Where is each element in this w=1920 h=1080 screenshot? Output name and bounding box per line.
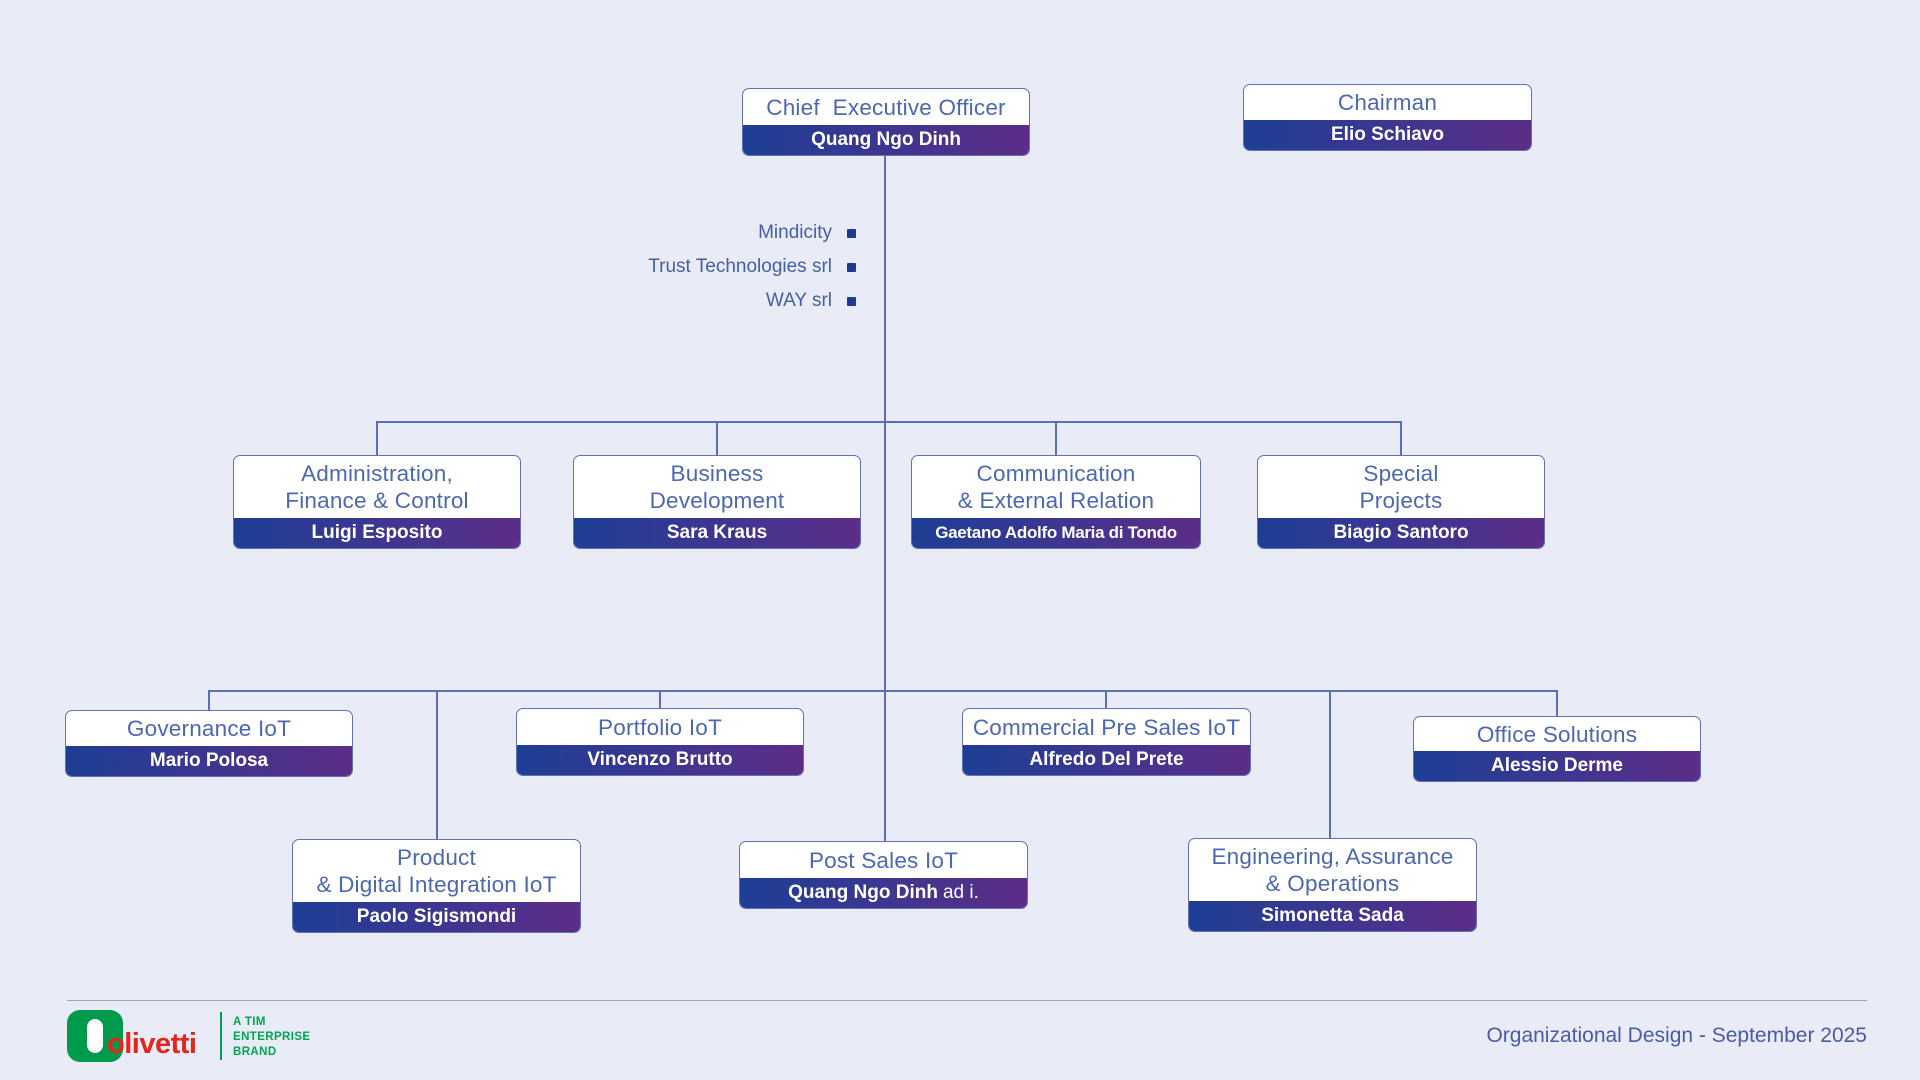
node-person: Quang Ngo Dinh [788,882,938,903]
node-person: Mario Polosa [149,750,269,771]
connector-stub-engineering [1329,690,1331,839]
subsidiaries-list: Mindicity Trust Technologies srl WAY srl [500,216,856,318]
node-person-bar: Sara Kraus [574,518,860,548]
connector-stub-governance [208,690,210,711]
org-node-communication-external-relation: Communication & External Relation Gaetan… [911,455,1201,549]
square-bullet-icon [847,296,856,306]
list-item: Mindicity [500,216,856,250]
node-title: Commercial Pre Sales IoT [972,714,1241,740]
connector-level3-horizontal [209,690,1557,692]
org-node-engineering-assurance-operations: Engineering, Assurance & Operations Simo… [1188,838,1477,932]
connector-stub-communication [1055,421,1057,456]
logo-separator [220,1012,222,1060]
node-title: Business Development [649,461,785,513]
node-title: Product & Digital Integration IoT [316,845,557,897]
org-node-business-development: Business Development Sara Kraus [573,455,861,549]
org-node-administration-finance-control: Administration, Finance & Control Luigi … [233,455,521,549]
node-person: Quang Ngo Dinh [811,129,961,150]
org-node-governance-iot: Governance IoT Mario Polosa [65,710,353,777]
org-node-commercial-pre-sales-iot: Commercial Pre Sales IoT Alfredo Del Pre… [962,708,1251,776]
org-node-office-solutions: Office Solutions Alessio Derme [1413,716,1701,782]
olivetti-logo: olivetti A TIM ENTERPRISE BRAND [67,1008,367,1068]
connector-stub-special-projects [1400,421,1402,456]
node-person: Simonetta Sada [1261,905,1404,926]
connector-stub-product [436,690,438,840]
node-title: Portfolio IoT [598,714,722,740]
connector-ceo-vertical [884,156,886,841]
node-person: Elio Schiavo [1331,124,1444,145]
node-person: Sara Kraus [666,522,768,543]
footer-note: Organizational Design - September 2025 [1486,1024,1867,1047]
node-person-bar: Paolo Sigismondi [293,902,580,932]
subsidiary-label: Trust Technologies srl [648,256,832,277]
node-title: Governance IoT [126,716,292,741]
node-title: Post Sales IoT [808,847,959,873]
org-node-portfolio-iot: Portfolio IoT Vincenzo Brutto [516,708,804,776]
node-person: Alessio Derme [1490,755,1623,776]
node-title: Chief Executive Officer [766,94,1006,120]
subsidiary-label: Mindicity [758,222,832,243]
square-bullet-icon [847,228,856,238]
node-person-bar: Vincenzo Brutto [517,745,803,775]
footer-divider [67,1000,1867,1001]
node-person-bar: Quang Ngo Dinh [743,125,1029,155]
node-person: Alfredo Del Prete [1029,749,1184,770]
olivetti-wordmark: olivetti [107,1028,197,1060]
node-person-bar: Alfredo Del Prete [963,745,1250,775]
node-title: Communication & External Relation [957,461,1155,513]
square-bullet-icon [847,262,856,272]
list-item: WAY srl [500,284,856,318]
org-node-special-projects: Special Projects Biagio Santoro [1257,455,1545,549]
node-person-bar: Biagio Santoro [1258,518,1544,548]
node-title: Special Projects [1359,461,1443,513]
node-person-bar: Simonetta Sada [1189,901,1476,931]
olivetti-tile-bar-icon [87,1019,103,1053]
connector-stub-portfolio [659,690,661,709]
node-person-bar: Mario Polosa [66,746,352,776]
node-person-bar: Gaetano Adolfo Maria di Tondo [912,518,1200,548]
connector-stub-admin [376,421,378,456]
node-person-suffix: ad i. [942,882,979,903]
org-node-product-digital-integration-iot: Product & Digital Integration IoT Paolo … [292,839,581,933]
node-person: Biagio Santoro [1333,522,1469,543]
node-title: Office Solutions [1476,721,1638,747]
node-title: Engineering, Assurance & Operations [1211,844,1454,896]
node-title: Administration, Finance & Control [285,461,469,513]
node-person: Vincenzo Brutto [587,749,733,770]
node-title: Chairman [1337,90,1438,115]
node-person-bar: Elio Schiavo [1244,120,1531,150]
tim-brand-tagline: A TIM ENTERPRISE BRAND [233,1016,311,1058]
connector-stub-business-development [716,421,718,456]
node-person: Luigi Esposito [311,522,443,543]
org-node-chairman: Chairman Elio Schiavo [1243,84,1532,151]
subsidiary-label: WAY srl [765,290,832,311]
node-person-bar: Alessio Derme [1414,751,1700,781]
connector-stub-office-solutions [1556,690,1558,717]
connector-stub-commercial [1105,690,1107,709]
node-person: Paolo Sigismondi [356,906,517,927]
node-person: Gaetano Adolfo Maria di Tondo [935,523,1177,542]
olivetti-tile-icon [67,1010,123,1062]
org-node-ceo: Chief Executive Officer Quang Ngo Dinh [742,88,1030,156]
node-person-bar: Luigi Esposito [234,518,520,548]
list-item: Trust Technologies srl [500,250,856,284]
connector-level2-horizontal [377,421,1402,423]
